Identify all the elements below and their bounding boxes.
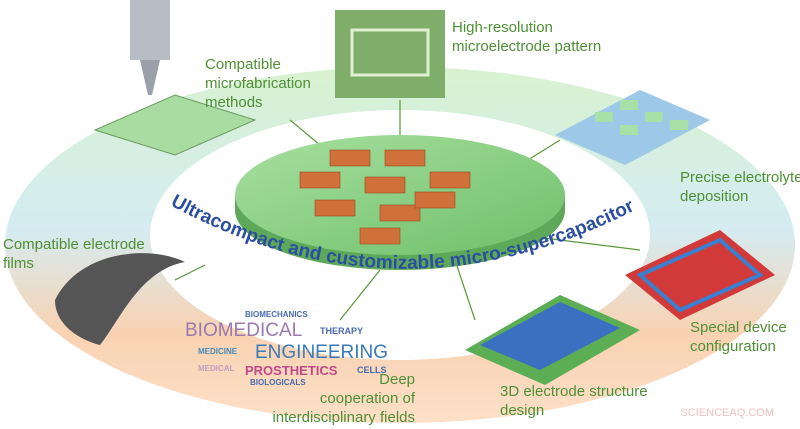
central-disc bbox=[235, 135, 565, 270]
word-prosthetics: PROSTHETICS bbox=[245, 363, 338, 378]
word-biomechanics: BIOMECHANICS bbox=[245, 310, 308, 319]
word-biologicals: BIOLOGICALS bbox=[250, 378, 306, 387]
electrolyte-illustration bbox=[555, 90, 710, 165]
word-medicine: MEDICINE bbox=[198, 347, 238, 356]
electrode-pads bbox=[299, 149, 471, 245]
3d-structure-illustration bbox=[465, 295, 640, 385]
word-medical: MEDICAL bbox=[198, 364, 235, 373]
word-cells: CELLS bbox=[357, 365, 387, 375]
device-config-illustration bbox=[625, 230, 775, 320]
word-therapy: THERAPY bbox=[320, 326, 364, 336]
microfab-illustration bbox=[93, 0, 257, 156]
electrode-film-illustration bbox=[55, 253, 185, 345]
highres-illustration bbox=[335, 10, 445, 98]
word-biomedical: BIOMEDICAL bbox=[185, 320, 303, 341]
watermark: SCIENCEAQ.COM bbox=[680, 407, 774, 419]
word-engineering: ENGINEERING bbox=[255, 342, 389, 363]
